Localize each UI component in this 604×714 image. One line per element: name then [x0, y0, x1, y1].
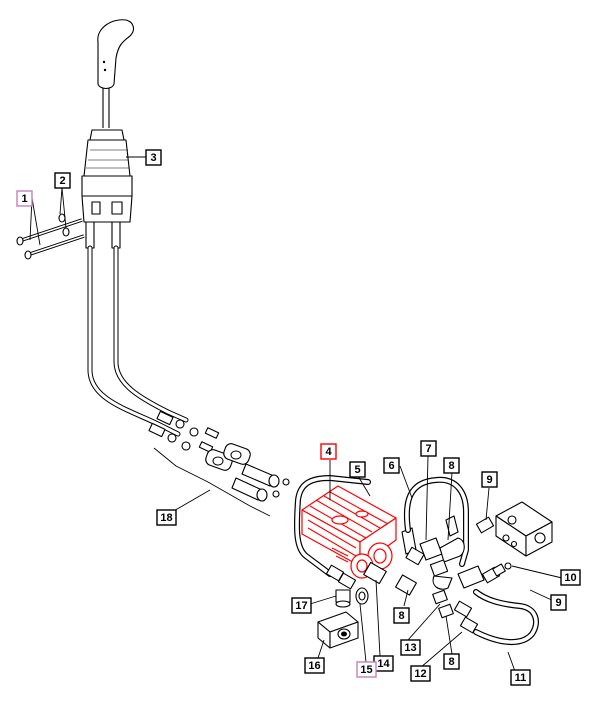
callout-6-label: 6 [388, 460, 394, 472]
joystick-lever [81, 19, 135, 249]
hose-loop-5 [294, 475, 371, 577]
callout-10-label: 10 [564, 572, 576, 584]
callout-2-label: 2 [59, 175, 65, 187]
hose-11 [473, 589, 539, 646]
callout-1[interactable]: 1 [16, 190, 33, 207]
callout-18[interactable]: 18 [156, 509, 177, 526]
callout-17[interactable]: 17 [291, 597, 312, 614]
callout-8-top[interactable]: 8 [443, 457, 460, 474]
manifold-block [495, 501, 553, 557]
callout-9-right[interactable]: 9 [550, 594, 567, 611]
callout-7-label: 7 [425, 443, 431, 455]
solenoid-coil-16 [317, 611, 359, 649]
callout-8-mid-label: 8 [398, 610, 404, 622]
callout-7[interactable]: 7 [420, 440, 437, 457]
callout-13-label: 13 [404, 642, 416, 654]
cable-end-fittings [148, 410, 290, 502]
control-valve-highlighted [301, 485, 397, 579]
callout-14-label: 14 [377, 658, 390, 670]
callout-11[interactable]: 11 [510, 669, 531, 686]
callout-4-label: 4 [325, 446, 332, 458]
hose-6 [403, 476, 469, 567]
control-cables [87, 245, 189, 437]
callout-8-mid[interactable]: 8 [393, 607, 410, 624]
callout-2[interactable]: 2 [54, 172, 71, 189]
callout-15[interactable]: 15 [356, 661, 377, 678]
callout-1-label: 1 [21, 193, 27, 205]
callout-6[interactable]: 6 [383, 457, 400, 474]
callout-14[interactable]: 14 [373, 655, 394, 672]
callout-17-label: 17 [295, 600, 307, 612]
callout-12[interactable]: 12 [410, 665, 431, 682]
callout-8-bottom-label: 8 [448, 656, 454, 668]
callout-9-top[interactable]: 9 [481, 471, 498, 488]
callout-16[interactable]: 16 [304, 657, 325, 674]
callout-4[interactable]: 4 [320, 443, 337, 460]
tee-fittings [453, 516, 512, 634]
callout-13[interactable]: 13 [400, 639, 421, 656]
callout-18-label: 18 [160, 512, 172, 524]
washers [58, 213, 70, 237]
callout-15-label: 15 [360, 664, 372, 676]
callout-11-label: 11 [515, 672, 527, 684]
callout-5[interactable]: 5 [349, 461, 366, 478]
valve-fittings [325, 527, 425, 596]
mounting-bolts [16, 218, 85, 260]
leader-lines [29, 156, 563, 675]
callout-8-bottom[interactable]: 8 [443, 653, 460, 670]
callout-9-top-label: 9 [486, 474, 492, 486]
callout-10[interactable]: 10 [560, 569, 581, 586]
callout-8-top-label: 8 [448, 460, 454, 472]
callout-12-label: 12 [414, 668, 426, 680]
callout-3[interactable]: 3 [145, 149, 162, 166]
callout-5-label: 5 [354, 464, 360, 476]
callout-3-label: 3 [150, 152, 156, 164]
elbow-fittings [419, 515, 465, 619]
callout-9-right-label: 9 [555, 597, 561, 609]
fitting-17 [335, 587, 369, 608]
callout-16-label: 16 [308, 660, 320, 672]
callout-1-box [16, 190, 33, 207]
